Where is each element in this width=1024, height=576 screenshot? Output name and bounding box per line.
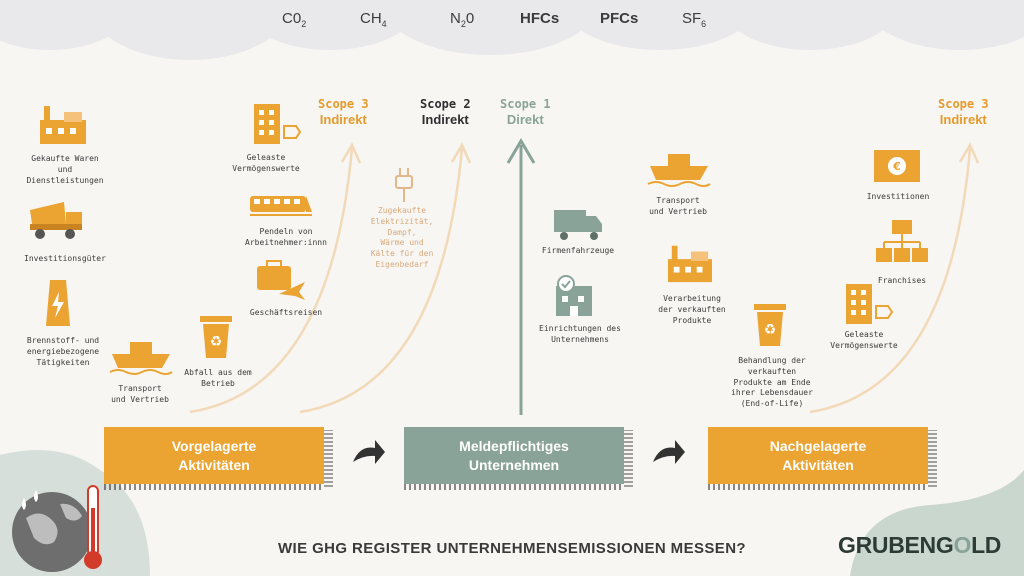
money-icon: € — [874, 150, 920, 182]
gas-ch4: CH4 — [360, 10, 387, 29]
recycle-bin-icon: ♻ — [200, 316, 232, 358]
svg-text:♻: ♻ — [210, 334, 223, 350]
label-capital-goods: Investitionsgüter — [24, 254, 106, 263]
ship-downstream-icon — [647, 154, 711, 187]
globe-thermometer-icon — [12, 485, 102, 572]
label-upstream-transport: Transport und Vertrieb — [111, 384, 169, 404]
downstream-activities-box: Nachgelagerte Aktivitäten — [708, 427, 937, 490]
dump-truck-icon — [30, 202, 82, 239]
label-franchises: Franchises — [877, 276, 927, 285]
label-waste: Abfall aus dem Betrieb — [184, 368, 252, 388]
label-purchased-goods: Gekaufte Waren und Dienstleistungen — [26, 154, 104, 185]
ship-icon — [109, 342, 173, 375]
label-processing: Verarbeitung der verkauften Produkte — [658, 294, 726, 325]
truck-icon — [554, 210, 602, 240]
gas-sf6: SF6 — [682, 10, 707, 29]
grubengold-logo: GRUBENGOLD — [838, 532, 1002, 558]
svg-text:€: € — [892, 160, 901, 173]
train-icon — [250, 196, 312, 216]
scope3-right-label: Scope 3 Indirekt — [938, 97, 989, 127]
label-downstream-transport: Transport und Vertrieb — [649, 196, 707, 216]
label-business-travel: Geschäftsreisen — [249, 308, 323, 317]
label-fuel-energy: Brennstoff- und energiebezogene Tätigkei… — [26, 336, 100, 367]
plug-icon — [395, 168, 413, 202]
page-title: WIE GHG REGISTER UNTERNEHMENSEMISSIONEN … — [277, 540, 746, 557]
label-commuting: Pendeln von Arbeitnehmer:innn — [245, 227, 327, 247]
upstream-activities-box: Vorgelagerte Aktivitäten — [104, 427, 333, 490]
scope1-label: Scope 1 Direkt — [500, 97, 551, 127]
reporting-company-box: Meldepflichtiges Unternehmen — [404, 427, 633, 490]
gas-n2o: N20 — [450, 10, 475, 29]
factory-icon — [40, 106, 86, 144]
scope2-label: Scope 2 Indirekt — [420, 97, 471, 127]
gas-co2: C02 — [282, 10, 307, 29]
building-icon — [254, 104, 302, 144]
svg-text:♻: ♻ — [764, 322, 777, 338]
gas-pfcs: PFCs — [600, 10, 639, 27]
energy-icon — [46, 280, 70, 326]
franchise-icon — [876, 220, 928, 262]
label-investments: Investitionen — [866, 192, 930, 201]
suitcase-plane-icon — [257, 260, 305, 300]
label-electricity: Zugekaufte Elektrizität, Dampf, Wärme un… — [370, 206, 434, 269]
label-leased-assets-downstream: Geleaste Vermögenswerte — [830, 330, 898, 350]
factory-processing-icon — [668, 245, 712, 283]
label-leased-assets-upstream: Geleaste Vermögenswerte — [232, 153, 300, 173]
scope3-left-label: Scope 3 Indirekt — [318, 97, 369, 127]
building-downstream-icon — [846, 284, 894, 324]
label-company-vehicles: Firmenfahrzeuge — [541, 246, 615, 255]
facility-icon — [556, 275, 592, 316]
gas-hfcs: HFCs — [520, 10, 560, 27]
label-company-facilities: Einrichtungen des Unternehmens — [539, 324, 621, 344]
recycle-end-of-life-icon: ♻ — [754, 304, 786, 346]
label-end-of-life: Behandlung der verkauften Produkte am En… — [731, 356, 813, 409]
